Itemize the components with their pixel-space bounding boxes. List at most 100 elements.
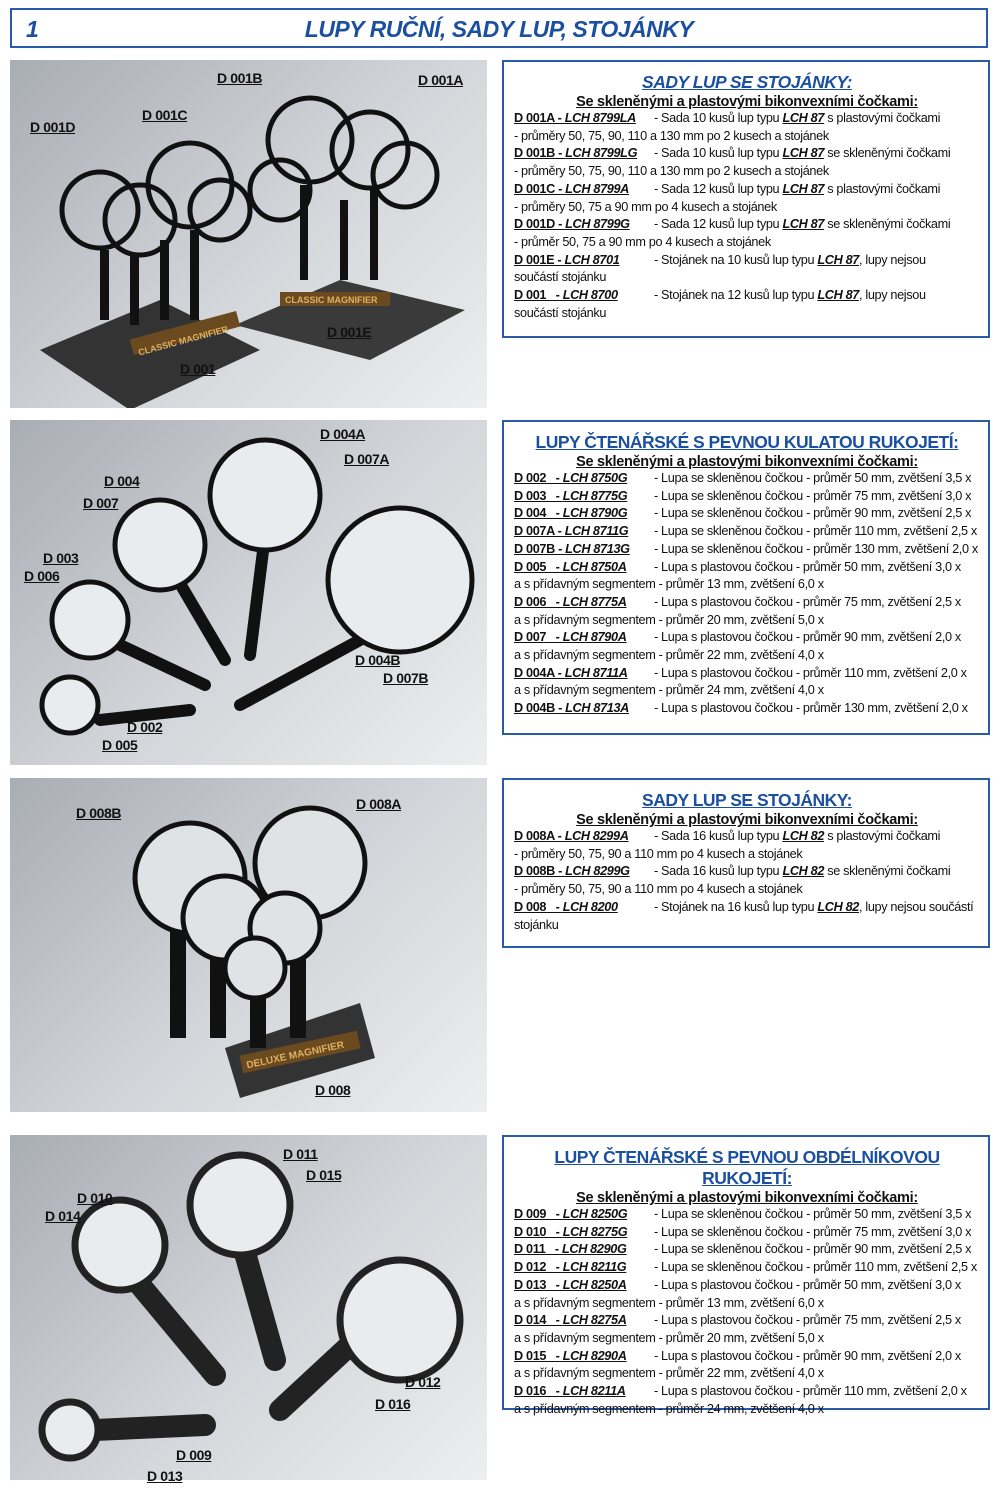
product-type-ref: LCH 87: [782, 146, 825, 161]
model-number: LCH 8799A: [565, 181, 629, 196]
model-number: LCH 8700: [562, 288, 618, 303]
entry-row: D 001D - LCH 8799G - Sada 12 kusů lup typ…: [514, 216, 980, 234]
model-number: LCH 8790A: [562, 630, 627, 645]
product-entry: D 002 - LCH 8750G- Lupa se skleněnou čoč…: [514, 470, 980, 488]
product-code: D 008 - LCH 8200: [514, 899, 654, 917]
page-header: 1 LUPY RUČNÍ, SADY LUP, STOJÁNKY: [10, 8, 988, 48]
description-text: - Lupa se skleněnou čočkou - průměr 90 m…: [654, 1242, 972, 1257]
product-code: D 012 - LCH 8211G: [514, 1259, 654, 1277]
entry-row: D 004 - LCH 8790G- Lupa se skleněnou čoč…: [514, 505, 980, 523]
entry-row: D 001 - LCH 8700 - Stojánek na 12 kusů lu…: [514, 287, 980, 305]
code-model-underline: D 001D - LCH 8799G: [514, 217, 630, 231]
description-continuation: a s přídavným segmentem - průměr 20 mm, …: [514, 1330, 824, 1345]
model-number: LCH 8750A: [562, 559, 627, 574]
product-description: - Lupa se skleněnou čočkou - průměr 110 …: [654, 523, 977, 541]
product-description: - Lupa se skleněnou čočkou - průměr 50 m…: [654, 470, 971, 488]
code: D 007A -: [514, 524, 565, 539]
product-entry: D 008A - LCH 8299A- Sada 16 kusů lup typ…: [514, 828, 980, 863]
photo-label: D 009: [176, 1447, 212, 1463]
product-code: D 008A - LCH 8299A: [514, 828, 654, 846]
product-entry: D 004B - LCH 8713A- Lupa s plastovou čoč…: [514, 700, 980, 718]
description-text: - Lupa s plastovou čočkou - průměr 110 m…: [654, 665, 967, 680]
code: D 004 -: [514, 506, 563, 521]
code: D 008 -: [514, 899, 563, 914]
code: D 001D -: [514, 217, 566, 232]
product-box: SADY LUP SE STOJÁNKY: Se skleněnými a pl…: [502, 778, 990, 948]
product-entry: D 001B - LCH 8799LG- Sada 10 kusů lup ty…: [514, 145, 980, 180]
code: D 009 -: [514, 1207, 563, 1221]
entry-row: D 008 - LCH 8200- Stojánek na 16 kusů lu…: [514, 899, 980, 917]
code-model-underline: D 015 - LCH 8290A: [514, 1349, 627, 1363]
product-entry: D 009 - LCH 8250G- Lupa se skleněnou čoč…: [514, 1206, 980, 1224]
photo-label: D 008B: [76, 805, 122, 821]
product-type-ref: LCH 82: [782, 829, 825, 843]
product-code: D 002 - LCH 8750G: [514, 470, 654, 488]
description-tail: s plastovými čočkami: [824, 111, 941, 125]
code-model-underline: D 010 - LCH 8275G: [514, 1225, 628, 1239]
product-entry: D 015 - LCH 8290A- Lupa s plastovou čočk…: [514, 1348, 980, 1383]
entry-row: D 005 - LCH 8750A- Lupa s plastovou čočk…: [514, 559, 980, 577]
code-model-underline: D 011 - LCH 8290G: [514, 1242, 627, 1256]
code: D 001 -: [514, 288, 563, 303]
description-text: - Lupa s plastovou čočkou - průměr 130 m…: [654, 701, 968, 716]
page-title: LUPY RUČNÍ, SADY LUP, STOJÁNKY: [304, 16, 694, 42]
product-description: - Lupa se skleněnou čočkou - průměr 50 m…: [654, 1206, 971, 1224]
code-model-underline: D 013 - LCH 8250A: [514, 1278, 627, 1292]
product-description: - Stojánek na 12 kusů lup typu LCH 87, l…: [654, 287, 926, 305]
description-tail: se skleněnými čočkami: [824, 217, 951, 232]
product-entry: D 012 - LCH 8211G- Lupa se skleněnou čoč…: [514, 1259, 980, 1277]
entry-row: D 014 - LCH 8275A- Lupa s plastovou čočk…: [514, 1312, 980, 1330]
product-description: - Sada 12 kusů lup typu LCH 87 s plastov…: [654, 181, 940, 199]
code-model-underline: D 008 - LCH 8200: [514, 900, 618, 914]
product-entry: D 007A - LCH 8711G - Lupa se skleněnou čo…: [514, 523, 980, 541]
code: D 012 -: [514, 1260, 563, 1275]
code-model-underline: D 004 - LCH 8790G: [514, 506, 628, 521]
product-code: D 007 - LCH 8790A: [514, 629, 654, 647]
product-description: - Sada 12 kusů lup typu LCH 87 se skleně…: [654, 216, 951, 234]
section-title: SADY LUP SE STOJÁNKY:: [642, 72, 852, 92]
code: D 013 -: [514, 1277, 563, 1292]
code-model-underline: D 003 - LCH 8775G: [514, 488, 628, 503]
model-number: LCH 8799LA: [564, 111, 637, 125]
description-continuation: stojánku: [514, 917, 559, 932]
product-description: - Lupa se skleněnou čočkou - průměr 75 m…: [654, 488, 971, 506]
product-photo-rectangular-handle: [10, 1135, 487, 1480]
product-list: D 002 - LCH 8750G- Lupa se skleněnou čoč…: [514, 470, 980, 718]
entry-row: D 004B - LCH 8713A- Lupa s plastovou čoč…: [514, 700, 980, 718]
model-number: LCH 8799LG: [565, 146, 638, 161]
product-description: - Lupa s plastovou čočkou - průměr 50 mm…: [654, 1277, 961, 1295]
product-type-ref: LCH 87: [817, 288, 859, 303]
description-tail: , lupy nejsou: [859, 288, 926, 303]
code-model-underline: D 006 - LCH 8775A: [514, 595, 627, 609]
entry-row: D 009 - LCH 8250G- Lupa se skleněnou čoč…: [514, 1206, 980, 1224]
code-model-underline: D 008A - LCH 8299A: [514, 829, 629, 843]
code: D 001A -: [514, 111, 565, 125]
code-model-underline: D 001B - LCH 8799LG: [514, 146, 637, 160]
model-number: LCH 8275A: [562, 1313, 627, 1328]
code: D 003 -: [514, 488, 563, 503]
code: D 008B -: [514, 864, 566, 879]
magnifiers-illustration: [38, 1151, 464, 1462]
photo-label: D 007B: [383, 670, 429, 686]
section-subtitle: Se skleněnými a plastovými bikonvexními …: [576, 454, 918, 470]
entry-row: D 016 - LCH 8211A- Lupa s plastovou čočk…: [514, 1383, 980, 1401]
description-continuation: - průměry 50, 75, 90, 110 a 130 mm po 2 …: [514, 164, 829, 179]
model-number: LCH 8211A: [562, 1384, 626, 1399]
product-description: - Lupa se skleněnou čočkou - průměr 110 …: [654, 1259, 977, 1277]
model-number: LCH 8711A: [564, 665, 628, 680]
model-number: LCH 8713A: [565, 701, 629, 716]
photo-label: D 005: [102, 737, 138, 753]
product-code: D 009 - LCH 8250G: [514, 1206, 654, 1224]
product-entry: D 004 - LCH 8790G- Lupa se skleněnou čoč…: [514, 505, 980, 523]
code-model-underline: D 007A - LCH 8711G: [514, 524, 629, 539]
photo-label: D 016: [375, 1396, 411, 1412]
photo-label: D 008: [315, 1082, 351, 1098]
code: D 015 -: [514, 1348, 563, 1363]
page-number: 1: [26, 16, 39, 42]
code-model-underline: D 005 - LCH 8750A: [514, 560, 627, 574]
description-continuation: - průměry 50, 75 a 90 mm po 4 kusech a s…: [514, 199, 777, 214]
product-description: - Lupa s plastovou čočkou - průměr 75 mm…: [654, 594, 961, 612]
description-tail: , lupy nejsou součástí: [859, 899, 974, 914]
product-code: D 011 - LCH 8290G: [514, 1241, 654, 1259]
product-code: D 001C - LCH 8799A: [514, 181, 654, 199]
